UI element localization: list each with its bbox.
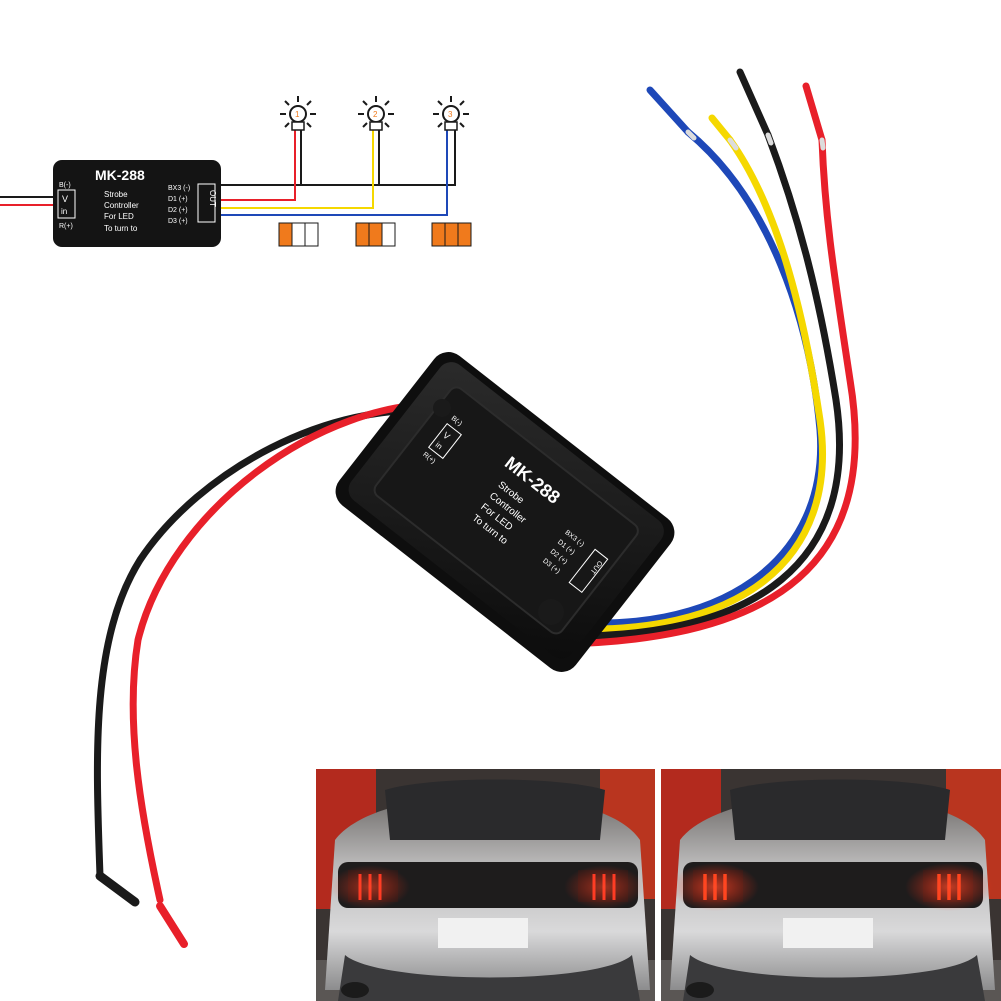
svg-text:V: V <box>62 194 68 204</box>
svg-text:in: in <box>61 207 67 216</box>
svg-text:in: in <box>434 440 444 451</box>
diagram-led-2-icon: 2 <box>358 96 394 131</box>
sequence-step-2 <box>355 222 396 247</box>
controller-device: MK-288 Strobe Controller For LED To turn… <box>335 352 675 672</box>
svg-text:2: 2 <box>373 110 378 119</box>
diagram-blue-wire <box>214 130 448 216</box>
wiring-diagram: MK-288 Strobe Controller For LED To turn… <box>0 96 472 247</box>
svg-text:R(+): R(+) <box>59 223 73 230</box>
black-wire-tip <box>95 871 140 907</box>
sequence-step-3 <box>431 222 472 247</box>
input-grommet <box>433 399 451 417</box>
diagram-yellow-wire <box>214 130 374 209</box>
svg-text:OUT: OUT <box>208 190 217 207</box>
svg-text:D1 (+): D1 (+) <box>168 196 188 203</box>
diagram-led-1-icon: 1 <box>280 96 316 131</box>
diagram-led-3-icon: 3 <box>433 96 469 131</box>
car-photo-right <box>661 769 1001 1001</box>
svg-text:3: 3 <box>448 110 453 119</box>
diagram-controller-box <box>53 160 221 247</box>
car-photo-left <box>316 769 655 1001</box>
svg-text:For LED: For LED <box>104 212 134 221</box>
svg-text:V: V <box>441 430 452 442</box>
license-plate-left <box>438 918 528 948</box>
svg-text:1: 1 <box>295 110 300 119</box>
output-wires <box>544 68 859 648</box>
svg-text:To turn to: To turn to <box>104 224 138 233</box>
license-plate-right <box>783 918 873 948</box>
diagram-model-label: MK-288 <box>95 167 145 183</box>
diagram-red-wire <box>214 130 296 201</box>
svg-text:D3 (+): D3 (+) <box>168 218 188 225</box>
svg-text:D2 (+): D2 (+) <box>168 207 188 214</box>
svg-text:BX3 (-): BX3 (-) <box>168 185 190 192</box>
svg-text:Controller: Controller <box>104 201 139 210</box>
input-wires <box>93 400 450 948</box>
svg-text:Strobe: Strobe <box>104 190 128 199</box>
sequence-step-1 <box>278 222 319 247</box>
svg-text:B(-): B(-) <box>59 182 71 189</box>
output-grommet <box>538 599 564 625</box>
red-wire-tip <box>156 902 188 948</box>
diagram-black-wire <box>214 130 456 186</box>
